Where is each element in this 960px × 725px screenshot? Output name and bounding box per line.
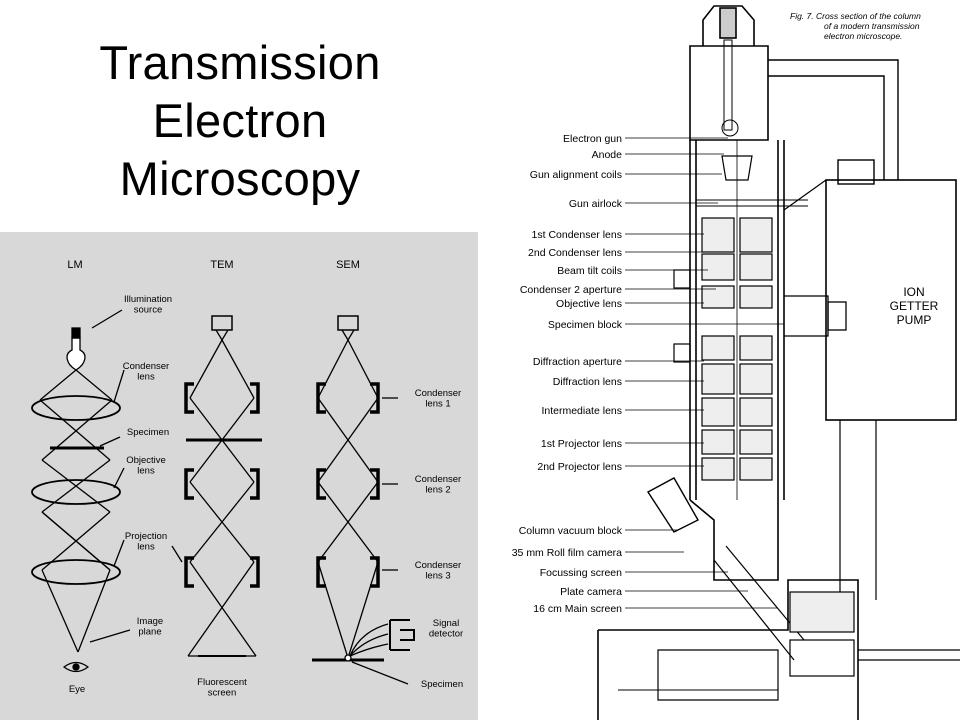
slide-title: Transmission Electron Microscopy	[10, 34, 470, 208]
component-label: Intermediate lens	[541, 405, 622, 417]
component-label: 2nd Projector lens	[537, 461, 622, 473]
caption-line-2: of a modern transmission	[824, 21, 920, 31]
pump-label-line-3: PUMP	[897, 313, 932, 327]
sem-column	[312, 315, 415, 685]
component-label: 2nd Condenser lens	[528, 247, 622, 259]
header-tem: TEM	[210, 259, 233, 271]
header-lm: LM	[67, 259, 82, 271]
label-sem-specimen: Specimen	[421, 679, 463, 690]
header-sem: SEM	[336, 259, 360, 271]
component-label: Plate camera	[560, 586, 622, 598]
cross-section-svg: Fig. 7. Cross section of the column of a…	[512, 5, 960, 720]
lm-projection-lens	[31, 559, 121, 585]
label-eye: Eye	[69, 684, 85, 695]
component-label: 16 cm Main screen	[533, 603, 622, 615]
component-label: Anode	[592, 149, 623, 161]
component-label: Beam tilt coils	[557, 265, 622, 277]
component-label: Gun airlock	[569, 198, 623, 210]
component-label: Electron gun	[563, 133, 622, 145]
microscope-comparison-diagram: LM TEM SEM	[0, 232, 493, 720]
component-label: Gun alignment coils	[530, 169, 622, 181]
component-label: Diffraction lens	[553, 376, 622, 388]
comparison-svg: LM TEM SEM	[31, 259, 463, 698]
caption-line-3: electron microscope.	[824, 31, 902, 41]
eye-icon	[62, 661, 90, 673]
title-line-2: Electron	[152, 94, 328, 147]
tem-gun-icon	[211, 315, 233, 331]
title-line-3: Microscopy	[119, 152, 361, 205]
pump-label-line-2: GETTER	[890, 299, 939, 313]
light-bulb-icon	[66, 337, 86, 371]
title-line-1: Transmission	[99, 36, 381, 89]
sem-gun-icon	[337, 315, 359, 331]
component-label: Focussing screen	[540, 567, 622, 579]
component-label: Column vacuum block	[519, 525, 623, 537]
pump-label-line-1: ION	[903, 285, 924, 299]
caption-line-1: Fig. 7. Cross section of the column	[790, 11, 921, 21]
figure-caption: Fig. 7. Cross section of the column of a…	[790, 11, 921, 41]
lm-objective-lens	[31, 479, 121, 505]
component-label: 1st Projector lens	[541, 438, 622, 450]
microscope-column	[597, 5, 960, 720]
tem-cross-section-diagram: Fig. 7. Cross section of the column of a…	[478, 0, 960, 720]
component-label: Condenser 2 aperture	[520, 284, 622, 296]
lm-column	[31, 309, 131, 673]
ion-getter-pump	[825, 179, 957, 421]
component-label: 35 mm Roll film camera	[512, 547, 622, 559]
tem-column	[171, 315, 262, 657]
label-specimen: Specimen	[127, 427, 169, 438]
component-label: Objective lens	[556, 298, 622, 310]
pump-label: ION GETTER PUMP	[890, 285, 939, 327]
lm-condenser-lens	[31, 395, 121, 421]
signal-detector-icon	[389, 619, 415, 651]
component-label: Specimen block	[548, 319, 623, 331]
component-label: Diffraction aperture	[533, 356, 622, 368]
component-label: 1st Condenser lens	[532, 229, 622, 241]
